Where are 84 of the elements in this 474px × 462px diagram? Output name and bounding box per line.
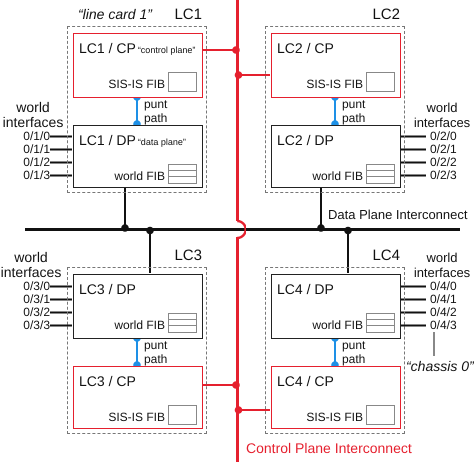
group-label: world interfaces [2, 100, 64, 130]
edge-label: punt path [342, 96, 366, 124]
box-title: LC3 / CP [79, 372, 136, 391]
box-title: LC2 / CP [277, 39, 334, 58]
punt-path-link [202, 381, 240, 389]
interface-label: 0/1/0 [12, 130, 50, 143]
edge-label: punt path [144, 338, 168, 366]
connector-line [50, 324, 72, 326]
connector-line [50, 148, 72, 150]
connector-line [400, 148, 426, 150]
card-caption: “line card 1” [78, 5, 152, 24]
punt-path-link [317, 187, 325, 232]
interface-label: 0/2/0 [426, 130, 464, 143]
data-plane-box [271, 274, 401, 339]
interface-label: 0/4/1 [426, 293, 464, 306]
connector-line [400, 174, 426, 176]
connector-line [400, 312, 426, 314]
interface-label: 0/4/0 [426, 280, 464, 293]
connector-line [400, 136, 426, 138]
connector-line [50, 136, 72, 138]
connector-line [50, 312, 72, 314]
interface-label: 0/1/2 [12, 156, 50, 169]
punt-path-link [121, 187, 129, 232]
box-subtitle: “data plane” [138, 136, 186, 149]
data-plane-bus [25, 228, 460, 230]
data-plane-box [271, 125, 401, 188]
control-plane-box [271, 33, 401, 98]
punt-path-link [146, 226, 154, 273]
data-plane-box [73, 274, 203, 339]
connector-line [400, 324, 426, 326]
interface-label: 0/4/2 [426, 306, 464, 319]
connector-line [400, 286, 426, 288]
table-label: SIS-IS FIB [108, 409, 165, 426]
box-subtitle: “control plane” [138, 44, 196, 57]
card-label: LC2 [372, 5, 400, 25]
group-label: world interfaces [412, 250, 472, 280]
data-plane-box [73, 125, 203, 188]
connector-line [50, 298, 72, 300]
box-title: LC4 / DP [277, 280, 334, 299]
group-label: world interfaces [0, 250, 62, 280]
punt-path-link [234, 406, 270, 414]
box-title: LC2 / DP [277, 131, 334, 150]
card-label: LC3 [174, 246, 202, 266]
edge-label: punt path [144, 96, 168, 124]
box-title: LC1 / DP [79, 131, 136, 150]
connector-line [433, 332, 435, 356]
control-plane-box [73, 366, 203, 429]
interface-label: 0/3/0 [12, 280, 50, 293]
table-label: world FIB [312, 317, 363, 334]
connector-line [50, 162, 72, 164]
table-label: SIS-IS FIB [108, 76, 165, 93]
interface-label: 0/2/1 [426, 143, 464, 156]
table-label: SIS-IS FIB [306, 76, 363, 93]
connector-line [400, 298, 426, 300]
interface-label: 0/2/2 [426, 156, 464, 169]
punt-path-link [234, 71, 270, 79]
punt-path-link [344, 226, 352, 273]
interface-label: 0/4/3 [426, 319, 464, 332]
table-label: world FIB [114, 168, 165, 185]
bus-label: Control Plane Interconnect [246, 441, 413, 456]
group-label: world interfaces [412, 100, 472, 130]
box-title: LC1 / CP [79, 39, 136, 58]
table-label: world FIB [114, 317, 165, 334]
edge-label: punt path [342, 338, 366, 366]
bus-label: Data Plane Interconnect [328, 207, 468, 222]
connector-line [50, 174, 72, 176]
box-title: LC3 / DP [79, 280, 136, 299]
card-label: LC1 [174, 5, 202, 25]
interface-label: 0/3/1 [12, 293, 50, 306]
connector-line [400, 162, 426, 164]
control-plane-box [73, 33, 203, 98]
interface-label: 0/3/2 [12, 306, 50, 319]
interface-label: 0/2/3 [426, 169, 464, 182]
connector-line [50, 286, 72, 288]
interface-label: 0/1/1 [12, 143, 50, 156]
box-title: LC4 / CP [277, 372, 334, 391]
interface-label: 0/3/3 [12, 319, 50, 332]
table-label: world FIB [312, 168, 363, 185]
interface-label: 0/1/3 [12, 169, 50, 182]
table-label: SIS-IS FIB [306, 409, 363, 426]
control-plane-bus [236, 0, 238, 462]
punt-path-link [202, 46, 240, 54]
control-plane-box [271, 366, 401, 429]
card-label: LC4 [372, 246, 400, 266]
